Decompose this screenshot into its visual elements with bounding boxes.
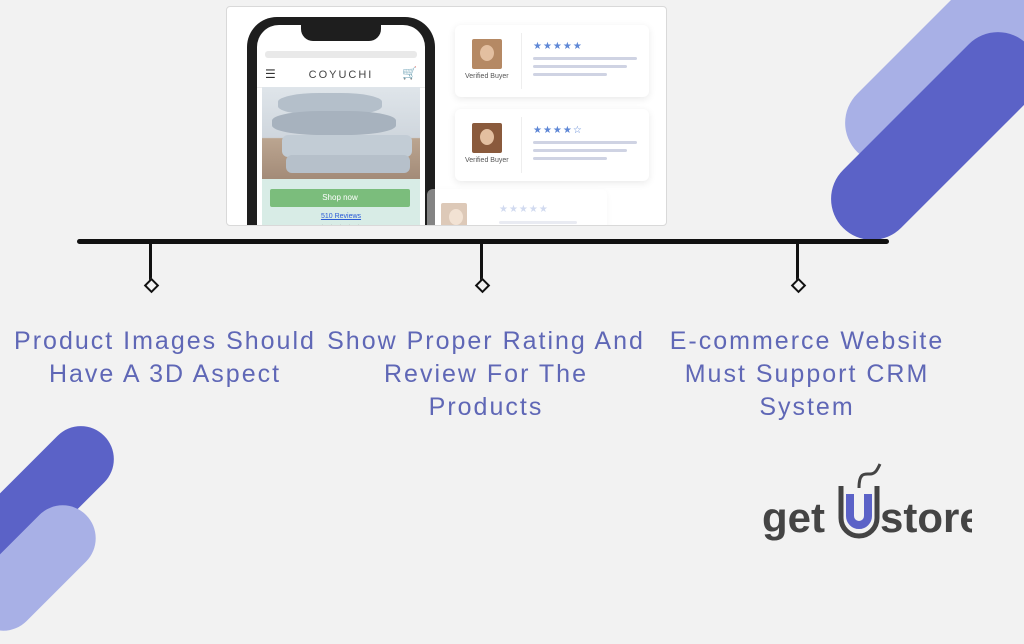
review-text-line <box>533 73 607 76</box>
verified-buyer-label: Verified Buyer <box>465 73 509 80</box>
timeline-tick <box>149 244 152 280</box>
rating-stars: ★★★★★ <box>533 41 583 52</box>
phone-url-bar <box>265 51 417 58</box>
shop-area: Shop now 510 Reviews ★★★★★ <box>262 179 420 225</box>
reviews-link[interactable]: 510 Reviews <box>320 213 362 220</box>
getustore-logo: get store <box>762 463 972 541</box>
review-card: Verified Buyer ★★★★★ <box>455 25 649 97</box>
product-rating-stars: ★★★★★ <box>262 223 420 225</box>
review-text-line <box>533 157 607 160</box>
logo-text-left: get <box>762 494 825 541</box>
review-text-line <box>533 141 637 144</box>
rating-stars: ★★★★☆ <box>533 125 583 136</box>
phone-mockup: ☰ COYUCHI 🛒 Shop now 510 Reviews ★★★★★ <box>247 17 435 225</box>
brand-name: COYUCHI <box>308 69 374 81</box>
pillow-shape <box>278 93 382 115</box>
sheet-shape <box>286 155 410 173</box>
menu-icon[interactable]: ☰ <box>265 67 276 81</box>
review-card-faded: ★★★★★ <box>427 189 607 225</box>
avatar-face <box>480 129 494 145</box>
timeline-line <box>77 239 889 244</box>
review-text-line <box>499 221 577 224</box>
timeline-tick <box>796 244 799 280</box>
reviewer-avatar <box>472 123 502 153</box>
reviewer-avatar <box>441 203 467 225</box>
reviewer-avatar <box>472 39 502 69</box>
phone-notch <box>301 25 381 41</box>
timeline-caption: Product Images Should Have A 3D Aspect <box>14 327 316 388</box>
pillow-shape <box>272 111 396 135</box>
cart-icon[interactable]: 🛒 <box>402 66 417 80</box>
sheet-shape <box>282 135 412 157</box>
timeline-caption: Show Proper Rating And Review For The Pr… <box>327 327 645 421</box>
mouse-u-inner-icon <box>846 494 872 529</box>
product-image <box>262 87 420 179</box>
phone-navbar: ☰ COYUCHI 🛒 <box>257 61 425 88</box>
review-card: Verified Buyer ★★★★☆ <box>455 109 649 181</box>
rating-stars: ★★★★★ <box>499 204 549 215</box>
shop-now-button[interactable]: Shop now <box>270 189 410 207</box>
mouse-u-icon <box>838 486 880 539</box>
product-review-screenshot: ☰ COYUCHI 🛒 Shop now 510 Reviews ★★★★★ ★… <box>226 6 667 226</box>
review-text-line <box>533 149 627 152</box>
timeline-tick <box>480 244 483 280</box>
card-divider <box>521 117 522 173</box>
logo-text-right: store <box>880 494 972 541</box>
card-divider <box>521 33 522 89</box>
timeline-marker <box>790 277 807 294</box>
timeline-caption: E-commerce Website Must Support CRM Syst… <box>669 327 945 421</box>
review-text-line <box>533 57 637 60</box>
mouse-cord-icon <box>857 463 882 489</box>
timeline-marker <box>474 277 491 294</box>
avatar-face <box>480 45 494 61</box>
verified-buyer-label: Verified Buyer <box>465 157 509 164</box>
avatar-face <box>449 209 463 225</box>
review-text-line <box>533 65 627 68</box>
phone-screen: ☰ COYUCHI 🛒 Shop now 510 Reviews ★★★★★ <box>257 25 425 225</box>
timeline-marker <box>143 277 160 294</box>
